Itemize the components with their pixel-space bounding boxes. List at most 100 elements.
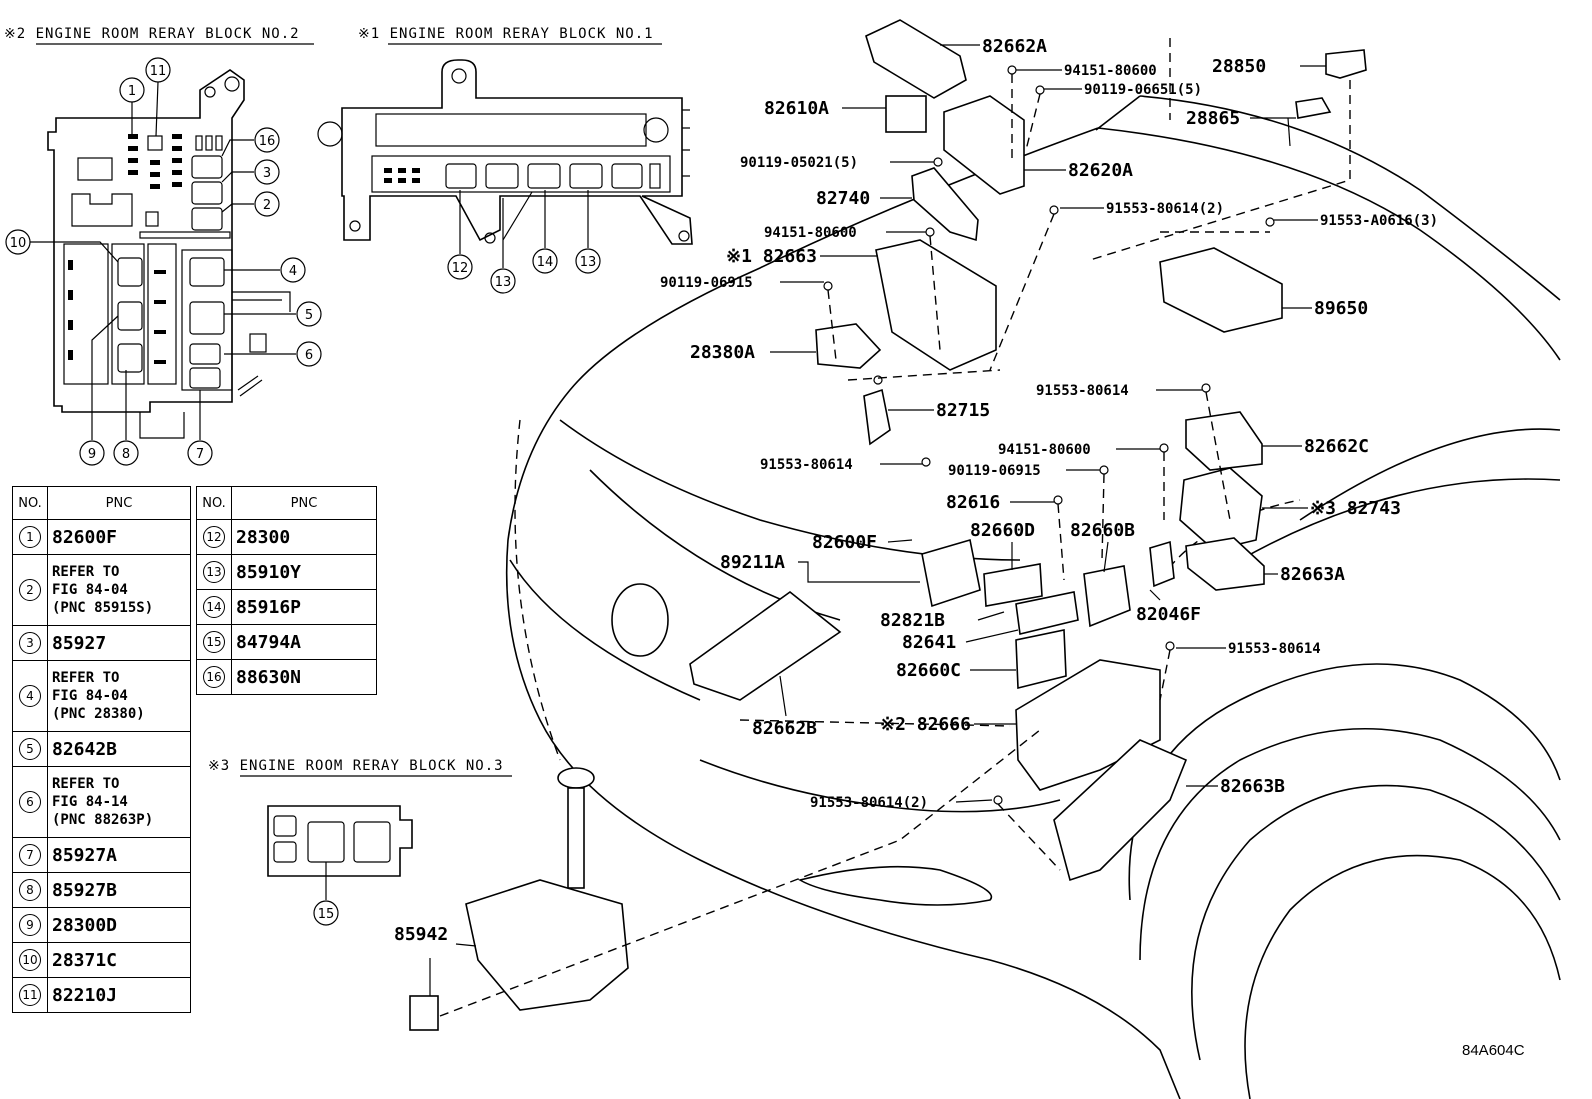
legend-number-circle: 12 (203, 526, 225, 548)
legend-pnc: 85927 (47, 625, 191, 661)
svg-text:13: 13 (580, 255, 597, 270)
legend-number-circle: 6 (19, 791, 41, 813)
callout-13a: 13 (490, 268, 516, 294)
label-82046F: 82046F (1136, 604, 1201, 625)
label-90119-05021: 90119-05021(5) (740, 155, 858, 171)
svg-text:8: 8 (122, 447, 130, 462)
legend-number-circle: 16 (203, 666, 225, 688)
legend-pnc: 84794A (231, 624, 377, 660)
label-28865: 28865 (1186, 108, 1240, 129)
legend-number-circle: 2 (19, 579, 41, 601)
legend-pnc: REFER TO FIG 84-04 (PNC 28380) (47, 660, 191, 732)
callout-1: 1 (119, 77, 145, 103)
legend-col-no: NO. (12, 486, 48, 520)
legend2-col-no: NO. (196, 486, 232, 520)
svg-text:1: 1 (128, 84, 136, 99)
legend-pnc: REFER TO FIG 84-14 (PNC 88263P) (47, 766, 191, 838)
callout-2: 2 (254, 191, 280, 217)
svg-text:16: 16 (259, 134, 276, 149)
svg-text:11: 11 (150, 64, 167, 79)
label-82743: ※3 82743 (1310, 498, 1401, 519)
legend-pnc: 85927B (47, 872, 191, 908)
label-90119-06651: 90119-06651(5) (1084, 82, 1202, 98)
svg-text:15: 15 (318, 907, 335, 922)
figure-reference: 84A604C (1462, 1042, 1525, 1059)
label-89650: 89650 (1314, 298, 1368, 319)
legend-row: 15 84794A (196, 624, 377, 660)
callout-5: 5 (296, 301, 322, 327)
callout-8: 8 (113, 440, 139, 466)
label-82610A: 82610A (764, 98, 829, 119)
label-82600F: 82600F (812, 532, 877, 553)
svg-text:2: 2 (263, 198, 271, 213)
relay-block-1-drawing (317, 59, 693, 245)
legend-number-circle: 15 (203, 631, 225, 653)
label-82660B: 82660B (1070, 520, 1135, 541)
legend-number-circle: 10 (19, 949, 41, 971)
legend-row: 6 REFER TO FIG 84-14 (PNC 88263P) (12, 766, 191, 838)
label-82616: 82616 (946, 492, 1000, 513)
legend-pnc: 28300D (47, 907, 191, 943)
legend-pnc: 82600F (47, 519, 191, 555)
label-82641: 82641 (902, 632, 956, 653)
legend-number-circle: 8 (19, 879, 41, 901)
svg-text:3: 3 (263, 166, 271, 181)
label-91553-80614-a: 91553-80614 (1036, 383, 1129, 399)
legend-row: 4 REFER TO FIG 84-04 (PNC 28380) (12, 660, 191, 732)
callout-14: 14 (532, 248, 558, 274)
legend2-col-pnc: PNC (231, 486, 377, 520)
legend-pnc: 85916P (231, 589, 377, 625)
callout-9: 9 (79, 440, 105, 466)
legend-row: 14 85916P (196, 589, 377, 625)
callout-15: 15 (313, 900, 339, 926)
legend-number-circle: 14 (203, 596, 225, 618)
relay-block-2-drawing (47, 69, 291, 439)
block1-leaders (459, 190, 589, 268)
legend-pnc: 85910Y (231, 554, 377, 590)
label-91553-80614-c: 91553-80614 (1228, 641, 1321, 657)
legend-pnc: 88630N (231, 659, 377, 695)
component-sketches (409, 19, 1367, 1031)
svg-text:7: 7 (196, 447, 204, 462)
label-82620A: 82620A (1068, 160, 1133, 181)
callout-4: 4 (280, 257, 306, 283)
legend-number-circle: 4 (19, 685, 41, 707)
legend-pnc: REFER TO FIG 84-04 (PNC 85915S) (47, 554, 191, 626)
label-94151-80600-low: 94151-80600 (998, 442, 1091, 458)
legend-row: 3 85927 (12, 625, 191, 661)
svg-text:6: 6 (305, 348, 313, 363)
legend-number-circle: 3 (19, 632, 41, 654)
svg-text:5: 5 (305, 308, 313, 323)
block2-leaders (30, 81, 296, 440)
label-91553-80614-b: 91553-80614 (760, 457, 853, 473)
label-94151-80600-top: 94151-80600 (1064, 63, 1157, 79)
label-82662B: 82662B (752, 718, 817, 739)
part-labels: 82662A 94151-80600 28850 90119-06651(5) … (394, 36, 1438, 945)
legend-row: 16 88630N (196, 659, 377, 695)
legend-pnc: 28371C (47, 942, 191, 978)
label-91553-80614-2a: 91553-80614(2) (1106, 201, 1224, 217)
legend-pnc: 82642B (47, 731, 191, 767)
label-82740: 82740 (816, 188, 870, 209)
label-82666: ※2 82666 (880, 714, 971, 735)
label-82660C: 82660C (896, 660, 961, 681)
block2-header: ※2 ENGINE ROOM RERAY BLOCK NO.2 (4, 26, 300, 42)
label-leaders (429, 44, 1326, 996)
svg-text:14: 14 (537, 255, 554, 270)
label-94151-80600-mid: 94151-80600 (764, 225, 857, 241)
legend-pnc: 82210J (47, 977, 191, 1013)
label-82663B: 82663B (1220, 776, 1285, 797)
legend-pnc: 85927A (47, 837, 191, 873)
label-82715: 82715 (936, 400, 990, 421)
relay-block-3-drawing: 15 (267, 805, 413, 926)
svg-text:4: 4 (289, 264, 297, 279)
callout-16: 16 (254, 127, 280, 153)
svg-text:12: 12 (452, 261, 469, 276)
